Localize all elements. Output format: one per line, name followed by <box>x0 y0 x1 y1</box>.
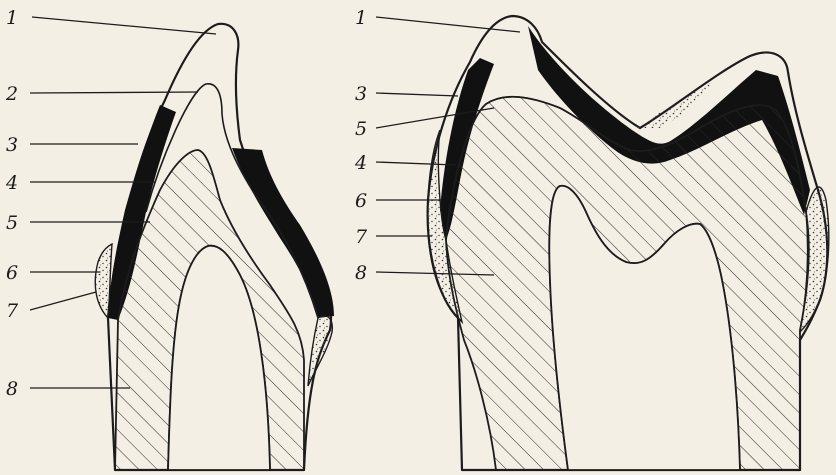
right-label-4: 4 <box>354 152 367 174</box>
right-label-8: 8 <box>355 262 367 284</box>
right-label-5: 5 <box>355 118 367 140</box>
left-labels: 1 2 3 4 5 6 7 8 <box>5 7 19 400</box>
right-label-6: 6 <box>355 190 367 212</box>
right-label-1: 1 <box>355 7 367 29</box>
left-label-3: 3 <box>6 134 18 156</box>
left-cementum-left <box>95 244 112 318</box>
left-label-2: 2 <box>5 83 18 105</box>
left-label-8: 8 <box>6 378 18 400</box>
right-label-3: 3 <box>355 83 367 105</box>
right-label-7: 7 <box>355 226 368 248</box>
left-label-1: 1 <box>6 7 18 29</box>
left-cementum-right <box>308 316 332 386</box>
right-tooth <box>428 16 829 470</box>
left-label-7: 7 <box>6 300 19 322</box>
left-label-4: 4 <box>5 172 18 194</box>
left-tooth <box>95 24 334 470</box>
right-labels: 1 3 5 4 6 7 8 <box>354 7 368 284</box>
left-label-6: 6 <box>6 262 18 284</box>
left-label-5: 5 <box>6 212 18 234</box>
